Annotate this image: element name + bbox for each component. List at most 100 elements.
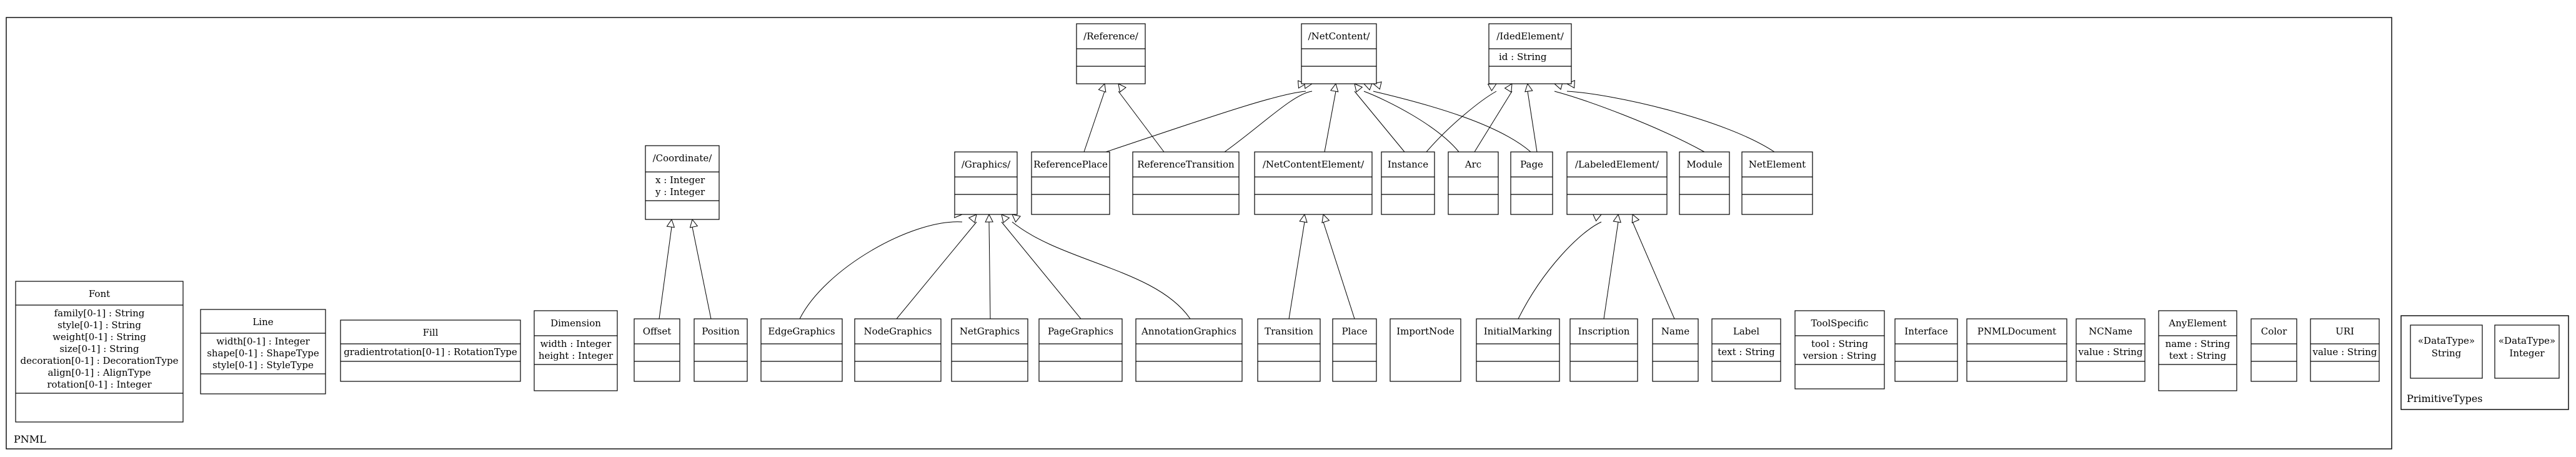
class-edge-graphics[interactable]: EdgeGraphics [760, 318, 843, 382]
class-ided-element[interactable]: /IdedElement/id : String [1488, 23, 1572, 84]
generalization-edge [985, 213, 993, 319]
class-arc[interactable]: Arc [1448, 151, 1499, 215]
generalization-edge [799, 209, 963, 319]
class-name: InitialMarking [1484, 326, 1553, 337]
generalization-edge [1324, 83, 1339, 153]
class-integer[interactable]: «DataType»Integer [2494, 324, 2560, 379]
generalization-arrowhead [689, 218, 699, 228]
class-name: Arc [1465, 159, 1481, 170]
generalization-arrowhead [1098, 83, 1106, 93]
class-name: NetElement [1749, 159, 1806, 170]
class-name: Name [1661, 326, 1689, 337]
class-attribute: name : String [2166, 338, 2230, 349]
class-attribute: align[0-1] : AlignType [48, 367, 151, 378]
class-net-content[interactable]: /NetContent/ [1301, 23, 1377, 84]
class-name: Color [2261, 326, 2287, 337]
class-transition[interactable]: Transition [1257, 318, 1321, 382]
class-page[interactable]: Page [1510, 151, 1553, 215]
class-graphics[interactable]: /Graphics/ [954, 151, 1018, 215]
class-offset[interactable]: Offset [634, 318, 680, 382]
class-interface[interactable]: Interface [1894, 318, 1958, 382]
generalization-edge [1566, 79, 1775, 153]
class-attribute: height : Integer [539, 350, 614, 361]
class-name: /IdedElement/ [1496, 31, 1564, 42]
class-net-element[interactable]: NetElement [1741, 151, 1813, 215]
generalization-arrowhead [985, 213, 993, 223]
class-labeled-element[interactable]: /LabeledElement/ [1566, 151, 1668, 215]
class-name: Offset [643, 326, 672, 337]
class-pnmldocument[interactable]: PNMLDocument [1966, 318, 2067, 382]
generalization-arrowhead [1012, 214, 1021, 223]
class-name: /LabeledElement/ [1575, 159, 1659, 170]
class-color[interactable]: Color [2250, 318, 2297, 382]
class-name: String [2432, 348, 2462, 359]
class-module[interactable]: Module [1679, 151, 1730, 215]
class-name: Transition [1265, 326, 1313, 337]
class-node-graphics[interactable]: NodeGraphics [854, 318, 942, 382]
class-attribute: text : String [2169, 350, 2227, 361]
class-name: Place [1341, 326, 1367, 337]
class-initial-marking[interactable]: InitialMarking [1476, 318, 1560, 382]
class-string[interactable]: «DataType»String [2410, 324, 2483, 379]
generalization-edge [896, 214, 977, 319]
class-name: EdgeGraphics [768, 326, 835, 337]
class-page-graphics[interactable]: PageGraphics [1038, 318, 1123, 382]
generalization-edge [1224, 80, 1313, 153]
generalization-edge [1474, 83, 1513, 153]
generalization-arrowhead [1299, 213, 1308, 223]
class-name: ImportNode [1396, 326, 1455, 337]
class-attribute: width : Integer [540, 338, 612, 349]
class-attribute: id : String [1499, 51, 1547, 63]
class-name[interactable]: Name [1652, 318, 1699, 382]
class-name: Dimension [550, 318, 601, 329]
generalization-edge [1631, 213, 1675, 319]
class-reference-place[interactable]: ReferencePlace [1031, 151, 1110, 215]
class-attribute: decoration[0-1] : DecorationType [21, 355, 179, 366]
class-attribute: tool : String [1811, 338, 1868, 349]
class-net-content-element[interactable]: /NetContentElement/ [1254, 151, 1373, 215]
class-name: Module [1686, 159, 1722, 170]
class-attribute: family[0-1] : String [54, 308, 145, 319]
class-import-node[interactable]: ImportNode [1390, 318, 1461, 382]
package-primitive-types: PrimitiveTypes [2400, 315, 2569, 410]
generalization-edge [1118, 83, 1165, 153]
class-name: /NetContentElement/ [1263, 159, 1365, 170]
generalization-arrowhead [968, 214, 977, 223]
generalization-arrowhead [1504, 83, 1513, 93]
package-label: PrimitiveTypes [2407, 393, 2483, 404]
package-label: PNML [14, 433, 46, 445]
class-reference-transition[interactable]: ReferenceTransition [1132, 151, 1240, 215]
class-place[interactable]: Place [1332, 318, 1377, 382]
class-name: URI [2335, 326, 2354, 337]
class-name: Fill [423, 327, 439, 338]
class-attribute: style[0-1] : String [57, 319, 141, 331]
class-annotation-graphics[interactable]: AnnotationGraphics [1135, 318, 1243, 382]
generalization-arrowhead [1524, 83, 1533, 93]
generalization-edge [1518, 213, 1603, 319]
generalization-arrowhead [1001, 214, 1010, 223]
class-name: ReferencePlace [1033, 159, 1108, 170]
class-attribute: y : Integer [655, 186, 705, 198]
class-instance[interactable]: Instance [1381, 151, 1435, 215]
generalization-arrowhead [1118, 83, 1126, 93]
generalization-edge [1105, 80, 1307, 153]
class-reference[interactable]: /Reference/ [1076, 23, 1146, 84]
class-net-graphics[interactable]: NetGraphics [951, 318, 1028, 382]
class-name: Label [1733, 326, 1759, 337]
generalization-edge [1001, 214, 1082, 319]
class-inscription[interactable]: Inscription [1569, 318, 1638, 382]
class-name: Position [702, 326, 740, 337]
generalization-arrowhead [1321, 213, 1330, 223]
class-name: PageGraphics [1048, 326, 1113, 337]
class-position[interactable]: Position [694, 318, 748, 382]
